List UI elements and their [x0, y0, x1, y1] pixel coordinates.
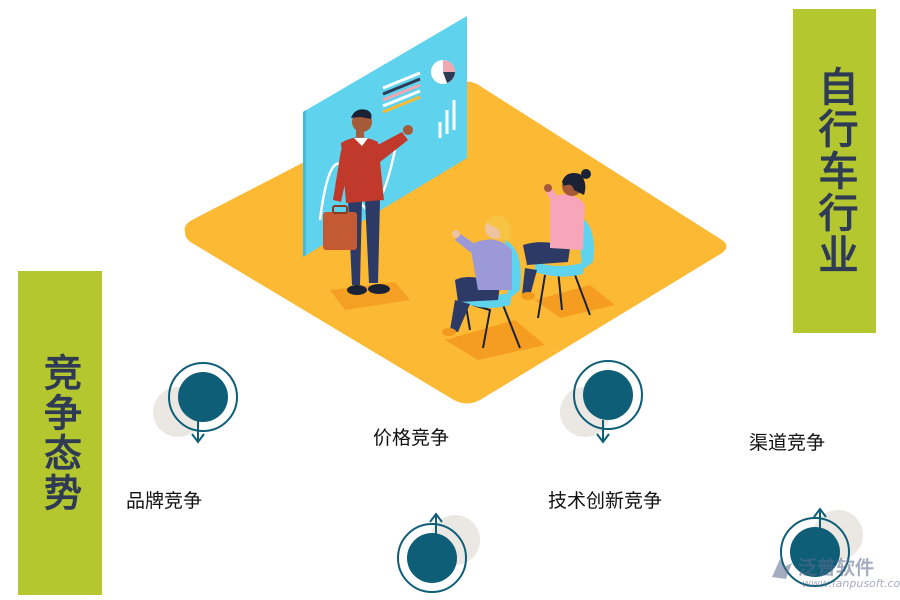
audience-person-front: [442, 215, 512, 336]
watermark-url: www.fanpusoft.com: [802, 577, 900, 590]
marker-channel: [780, 507, 863, 587]
marker-tech: [560, 360, 643, 444]
presentation-board: [303, 16, 467, 257]
watermark-name: 泛普软件: [798, 557, 875, 579]
situation-title: 竞争态势: [37, 353, 82, 513]
watermark-logo-icon: [772, 559, 792, 579]
industry-title: 自行车行业: [811, 66, 858, 276]
watermark: 泛普软件 www.fanpusoft.com: [768, 553, 900, 597]
label-channel-competition: 渠道竞争: [749, 432, 826, 454]
label-price-competition: 价格竞争: [373, 427, 450, 449]
audience-person-back: [521, 169, 591, 300]
marker-brand: [153, 362, 238, 444]
marker-price: [397, 512, 480, 593]
industry-banner: 自行车行业: [793, 9, 876, 333]
label-brand-competition: 品牌竞争: [126, 490, 203, 512]
presenter-figure: [323, 109, 413, 295]
situation-banner: 竞争态势: [18, 271, 102, 595]
label-tech-competition: 技术创新竞争: [548, 490, 663, 512]
